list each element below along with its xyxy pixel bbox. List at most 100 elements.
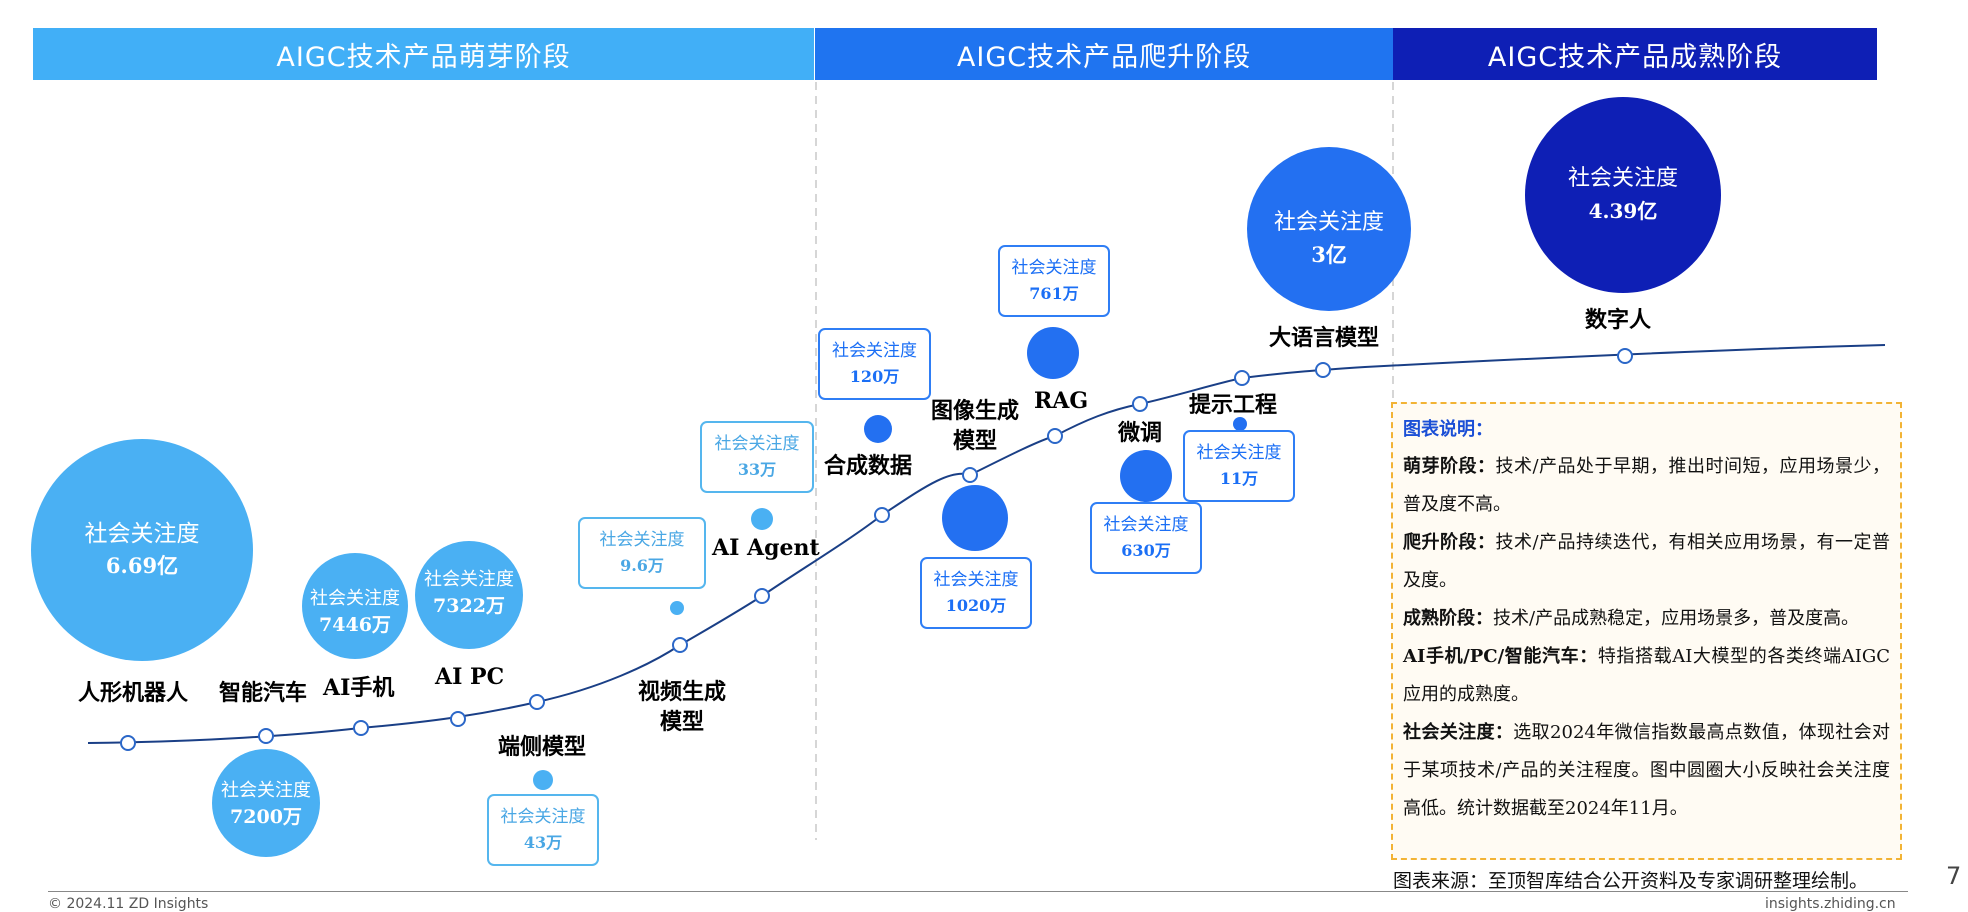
tech-label-image-gen-line1: 图像生成 <box>930 398 1019 424</box>
tech-label-video-gen-line1: 视频生成 <box>637 679 726 705</box>
bubble-prompt-eng <box>1233 417 1247 431</box>
attention-label: 社会关注度 <box>500 807 586 827</box>
attention-value: 9.6万 <box>620 556 664 575</box>
node-prompt-eng <box>1234 370 1250 386</box>
attention-box-video-gen: 社会关注度 9.6万 <box>578 517 706 589</box>
attention-value: 1020万 <box>945 596 1007 615</box>
attention-label: 社会关注度 <box>1196 443 1282 463</box>
attention-label: 社会关注度 <box>1567 166 1678 191</box>
phase-label-climbing: AIGC技术产品爬升阶段 <box>956 41 1252 73</box>
bubble-llm <box>1247 147 1411 311</box>
attention-value: 4.39亿 <box>1588 199 1658 223</box>
bubble-text-ai-pc: 社会关注度 7322万 <box>409 566 529 620</box>
node-rag <box>1047 428 1063 444</box>
attention-label: 社会关注度 <box>1103 515 1189 535</box>
attention-value: 6.69亿 <box>105 553 179 578</box>
legend-box: 图表说明： 萌芽阶段：技术/产品处于早期，推出时间短，应用场景少，普及度不高。 … <box>1391 402 1902 860</box>
tech-label-digital-human: 数字人 <box>1585 307 1652 333</box>
attention-label: 社会关注度 <box>424 569 514 590</box>
tech-label-ai-agent: AI Agent <box>712 535 820 561</box>
bubble-synthetic-data <box>864 415 892 443</box>
tech-label-image-gen: 图像生成 模型 <box>922 396 1028 456</box>
bubble-rag <box>1027 327 1079 379</box>
tech-label-ai-phone: AI手机 <box>323 675 395 701</box>
phase-header-emerging: AIGC技术产品萌芽阶段 <box>33 28 814 80</box>
attention-value: 33万 <box>737 460 777 479</box>
tech-label-prompt-eng: 提示工程 <box>1189 392 1278 418</box>
tech-label-edge-model: 端侧模型 <box>498 734 587 760</box>
attention-label: 社会关注度 <box>310 588 400 609</box>
legend-term: 萌芽阶段： <box>1403 456 1496 477</box>
bubble-image-gen <box>942 485 1008 551</box>
node-ai-pc <box>450 711 466 727</box>
phase-header-climbing: AIGC技术产品爬升阶段 <box>815 28 1393 80</box>
tech-label-ai-pc: AI PC <box>435 664 505 690</box>
node-ai-agent <box>754 588 770 604</box>
attention-label: 社会关注度 <box>832 341 917 361</box>
node-humanoid-robot <box>120 735 136 751</box>
legend-item-climbing: 爬升阶段：技术/产品持续迭代，有相关应用场景，有一定普及度。 <box>1403 524 1890 600</box>
bubble-ai-pc <box>415 541 523 649</box>
legend-text: 技术/产品持续迭代，有相关应用场景，有一定普及度。 <box>1403 532 1891 591</box>
tech-label-smart-car: 智能汽车 <box>219 680 308 706</box>
legend-text: 技术/产品成熟稳定，应用场景多，普及度高。 <box>1493 608 1860 629</box>
phase-label-emerging: AIGC技术产品萌芽阶段 <box>276 41 571 73</box>
website-link[interactable]: insights.zhiding.cn <box>1765 896 1896 912</box>
bubble-digital-human <box>1525 97 1721 293</box>
phase-header-mature: AIGC技术产品成熟阶段 <box>1393 28 1877 80</box>
attention-value: 120万 <box>849 367 900 386</box>
attention-label: 社会关注度 <box>1011 258 1097 278</box>
page-number: 7 <box>1946 862 1962 890</box>
attention-value: 761万 <box>1029 284 1079 303</box>
legend-text: 特指搭载AI大模型的各类终端AIGC应用的成熟度。 <box>1403 646 1890 705</box>
bubble-text-digital-human: 社会关注度 4.39亿 <box>1543 163 1703 227</box>
attention-box-ai-agent: 社会关注度 33万 <box>700 421 814 493</box>
attention-value: 630万 <box>1121 541 1171 560</box>
copyright-text: © 2024.11 ZD Insights <box>48 896 209 912</box>
attention-value: 3亿 <box>1311 242 1347 267</box>
legend-term: 社会关注度： <box>1403 722 1514 743</box>
tech-label-humanoid-robot: 人形机器人 <box>78 680 189 706</box>
bubble-finetune <box>1120 450 1172 502</box>
chart-source-note: 图表来源：至顶智库结合公开资料及专家调研整理绘制。 <box>1393 870 1869 892</box>
node-smart-car <box>258 728 274 744</box>
legend-item-devices: AI手机/PC/智能汽车：特指搭载AI大模型的各类终端AIGC应用的成熟度。 <box>1403 638 1890 714</box>
node-synthetic-data <box>874 507 890 523</box>
tech-label-video-gen: 视频生成 模型 <box>628 677 736 737</box>
node-video-gen <box>672 637 688 653</box>
attention-box-synthetic-data: 社会关注度 120万 <box>818 328 931 400</box>
node-digital-human <box>1617 348 1633 364</box>
legend-item-mature: 成熟阶段：技术/产品成熟稳定，应用场景多，普及度高。 <box>1403 600 1890 638</box>
attention-label: 社会关注度 <box>1273 210 1384 235</box>
tech-label-llm: 大语言模型 <box>1269 325 1380 351</box>
attention-value: 43万 <box>523 833 563 852</box>
attention-label: 社会关注度 <box>599 530 685 550</box>
legend-term: 成熟阶段： <box>1403 608 1493 629</box>
legend-title: 图表说明： <box>1403 419 1493 440</box>
tech-label-finetune: 微调 <box>1118 420 1163 446</box>
tech-label-video-gen-line2: 模型 <box>659 709 704 735</box>
attention-label: 社会关注度 <box>84 521 200 547</box>
bubble-text-ai-phone: 社会关注度 7446万 <box>295 585 415 639</box>
bubble-text-smart-car: 社会关注度 7200万 <box>206 777 326 831</box>
bubble-text-humanoid-robot: 社会关注度 6.69亿 <box>42 512 242 588</box>
footer-divider <box>48 891 1908 892</box>
bubble-smart-car <box>212 749 320 857</box>
node-edge-model <box>529 694 545 710</box>
attention-value: 11万 <box>1219 469 1259 488</box>
attention-box-finetune: 社会关注度 630万 <box>1090 502 1202 574</box>
phase-label-mature: AIGC技术产品成熟阶段 <box>1487 41 1783 73</box>
legend-text: 选取2024年微信指数最高点数值，体现社会对于某项技术/产品的关注程度。图中圆圈… <box>1403 722 1890 819</box>
bubble-ai-agent <box>751 508 773 530</box>
attention-label: 社会关注度 <box>221 780 311 801</box>
legend-term: AI手机/PC/智能汽车： <box>1403 646 1598 667</box>
tech-label-image-gen-line2: 模型 <box>952 428 997 454</box>
bubble-ai-phone <box>302 553 408 659</box>
attention-label: 社会关注度 <box>714 434 800 454</box>
attention-value: 7200万 <box>230 806 302 828</box>
bubble-video-gen <box>670 601 684 615</box>
attention-value: 7322万 <box>433 595 505 617</box>
bubble-text-llm: 社会关注度 3亿 <box>1249 207 1409 271</box>
